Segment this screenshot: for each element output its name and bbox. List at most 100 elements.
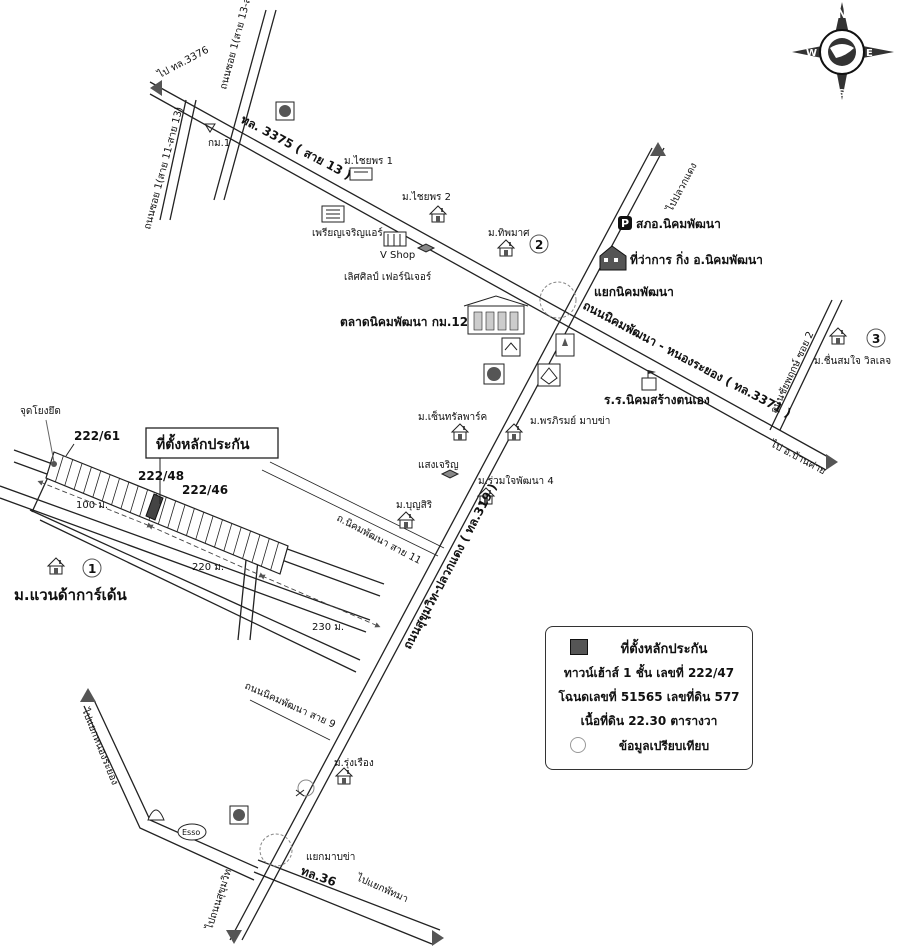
ptt-icon <box>275 101 295 121</box>
label-dir-nongrakok: ไปแยกหนองระยอง <box>79 706 121 787</box>
utility-pole-line <box>45 419 55 463</box>
legend-line-townhouse: ทาวน์เฮ้าส์ 1 ชั้น เลขที่ 222/47 <box>563 666 735 680</box>
compass-n: N <box>837 7 847 21</box>
label-chaiyaporn1: ม.ไชยพร 1 <box>344 155 393 167</box>
building-icon <box>349 167 373 181</box>
house-icon <box>505 423 523 441</box>
arrow-bankhai-icon <box>826 454 838 470</box>
distance-220: 220 ม. <box>192 562 224 573</box>
km-post-icon <box>204 123 216 133</box>
compass-w: W <box>806 48 817 59</box>
compass-rose: N S E W <box>792 2 894 100</box>
unit-label-222-48: 222/48 <box>138 469 184 483</box>
label-dir-3376: ไป ทล.3376 <box>155 44 211 81</box>
arrow-nongrakok-icon <box>80 688 96 702</box>
unit-a-leader <box>65 443 75 457</box>
store-icon <box>383 231 407 247</box>
label-ruamjai: ม.ร่วมใจพัฒนา 4 <box>478 475 554 487</box>
parking-icon <box>618 216 632 230</box>
label-km1: กม.1 <box>208 138 230 149</box>
label-nikhom-sai9: ถนนนิคมพัฒนา สาย 9 <box>243 681 337 731</box>
legend-line-area: เนื้อที่ดิน 22.30 ตารางวา <box>580 714 718 728</box>
arrow-plaeng-icon <box>650 142 666 156</box>
label-prian: เพรียญเจริญแอร์ <box>312 227 383 239</box>
temple-icon <box>555 333 575 357</box>
shop-icon <box>537 363 561 387</box>
label-saengcharoen: แสงเจริญ <box>418 460 459 471</box>
legend-box: ที่ตั้งหลักประกัน ทาวน์เฮ้าส์ 1 ชั้น เลข… <box>545 626 753 770</box>
compass-e: E <box>866 48 873 59</box>
arrow-phanmakham-icon <box>432 930 444 946</box>
label-utility-pole: จุดโยงยึด <box>20 404 61 417</box>
distance-lines <box>37 480 381 628</box>
junction-nikhom-marker <box>539 281 577 319</box>
label-rungruang: ม.รุ่งเรือง <box>334 757 374 769</box>
compass-s: S <box>838 88 845 99</box>
label-wanda: ม.แวนด้าการ์เด้น <box>14 586 128 604</box>
district-office-icon <box>599 245 627 271</box>
label-junction-mapkha: แยกมาบข่า <box>306 852 355 863</box>
property-title: ที่ตั้งหลักประกัน <box>156 433 250 453</box>
property-callout: ที่ตั้งหลักประกัน <box>145 427 279 504</box>
label-market: ตลาดนิคมพัฒนา กม.12 <box>340 315 468 329</box>
label-district-office: ที่ว่าการ กิ่ง อ.นิคมพัฒนา <box>630 251 763 267</box>
svg-text:2: 2 <box>535 238 543 252</box>
label-route-3375: ทล. 3375 ( สาย 13 ) <box>239 112 354 182</box>
label-dir-bankhai: ไป อ.บ้านค่าย <box>768 438 828 478</box>
svg-text:P: P <box>621 217 629 230</box>
house-icon <box>429 205 447 223</box>
saengcharoen-icon <box>440 469 460 479</box>
crossing-marker <box>297 779 315 797</box>
label-pol-station: สภอ.นิคมพัฒนา <box>636 217 721 231</box>
ptt-icon <box>483 363 505 385</box>
label-route-36: ทล.36 <box>299 864 338 890</box>
townhouse-unit-divider <box>270 542 280 571</box>
arrow-south-icon <box>226 930 242 944</box>
label-chuensamai: ม.ชื่นสมใจ วิลเลจ <box>814 353 891 367</box>
distance-100: 100 ม. <box>76 500 108 511</box>
house-icon <box>451 423 469 441</box>
label-vshop: V Shop <box>380 250 415 261</box>
house-icon <box>335 767 353 785</box>
legend-subject-label: ที่ตั้งหลักประกัน <box>620 642 708 657</box>
legend-comparison-label: ข้อมูลเปรียบเทียบ <box>618 739 710 753</box>
label-central-park: ม.เซ็นทรัลพาร์ค <box>418 409 487 423</box>
townhouse-unit-divider <box>157 497 167 525</box>
unit-label-222-61: 222/61 <box>74 429 120 443</box>
label-soi-1-13-15: ถนนซอย 1(สาย 13-สาย 15) <box>218 0 261 91</box>
utility-pole-icon <box>51 461 57 467</box>
furniture-icon <box>416 243 436 253</box>
bank-icon <box>501 337 521 357</box>
roads <box>0 9 843 945</box>
label-thipmat: ม.ทิพมาศ <box>488 228 530 239</box>
label-chaiyaporn2: ม.ไชยพร 2 <box>402 191 451 203</box>
townhouse-unit-divider <box>167 500 177 529</box>
label-phonrom: ม.พรภิรมย์ มาบข่า <box>530 415 610 427</box>
label-chaiyaphruek-soi2: ถนนชัยพฤกษ์ ซอย 2 <box>768 329 817 415</box>
svg-text:Esso: Esso <box>182 828 200 837</box>
comparison-marker-2: 2 <box>529 234 549 254</box>
school-icon <box>641 370 657 391</box>
direction-arrows <box>80 80 838 946</box>
townhouse-unit-divider <box>54 455 64 482</box>
distance-230: 230 ม. <box>312 622 344 633</box>
ptt-icon <box>229 805 249 825</box>
svg-text:3: 3 <box>872 332 880 346</box>
arrow-3376-icon <box>150 80 162 96</box>
label-loetsin: เลิศศิลป์ เฟอร์นิเจอร์ <box>344 271 432 283</box>
shell-icon <box>147 809 165 821</box>
comparison-marker-3: 3 <box>866 328 886 348</box>
office-building-icon <box>321 205 345 223</box>
label-dir-plaeng: ไปปลวกแดง <box>664 161 700 215</box>
unit-label-222-46: 222/46 <box>182 483 228 497</box>
crossing-icon <box>295 789 305 797</box>
legend-comparison-icon <box>570 737 586 753</box>
house-icon <box>497 239 515 257</box>
house-icon <box>829 327 847 345</box>
junction-mapkha-marker <box>259 833 293 867</box>
label-school: ร.ร.นิคมสร้างตนเอง <box>604 393 710 407</box>
comparison-marker-1: 1 <box>82 558 102 578</box>
townhouse-unit-divider <box>279 545 289 575</box>
svg-text:1: 1 <box>88 562 96 576</box>
